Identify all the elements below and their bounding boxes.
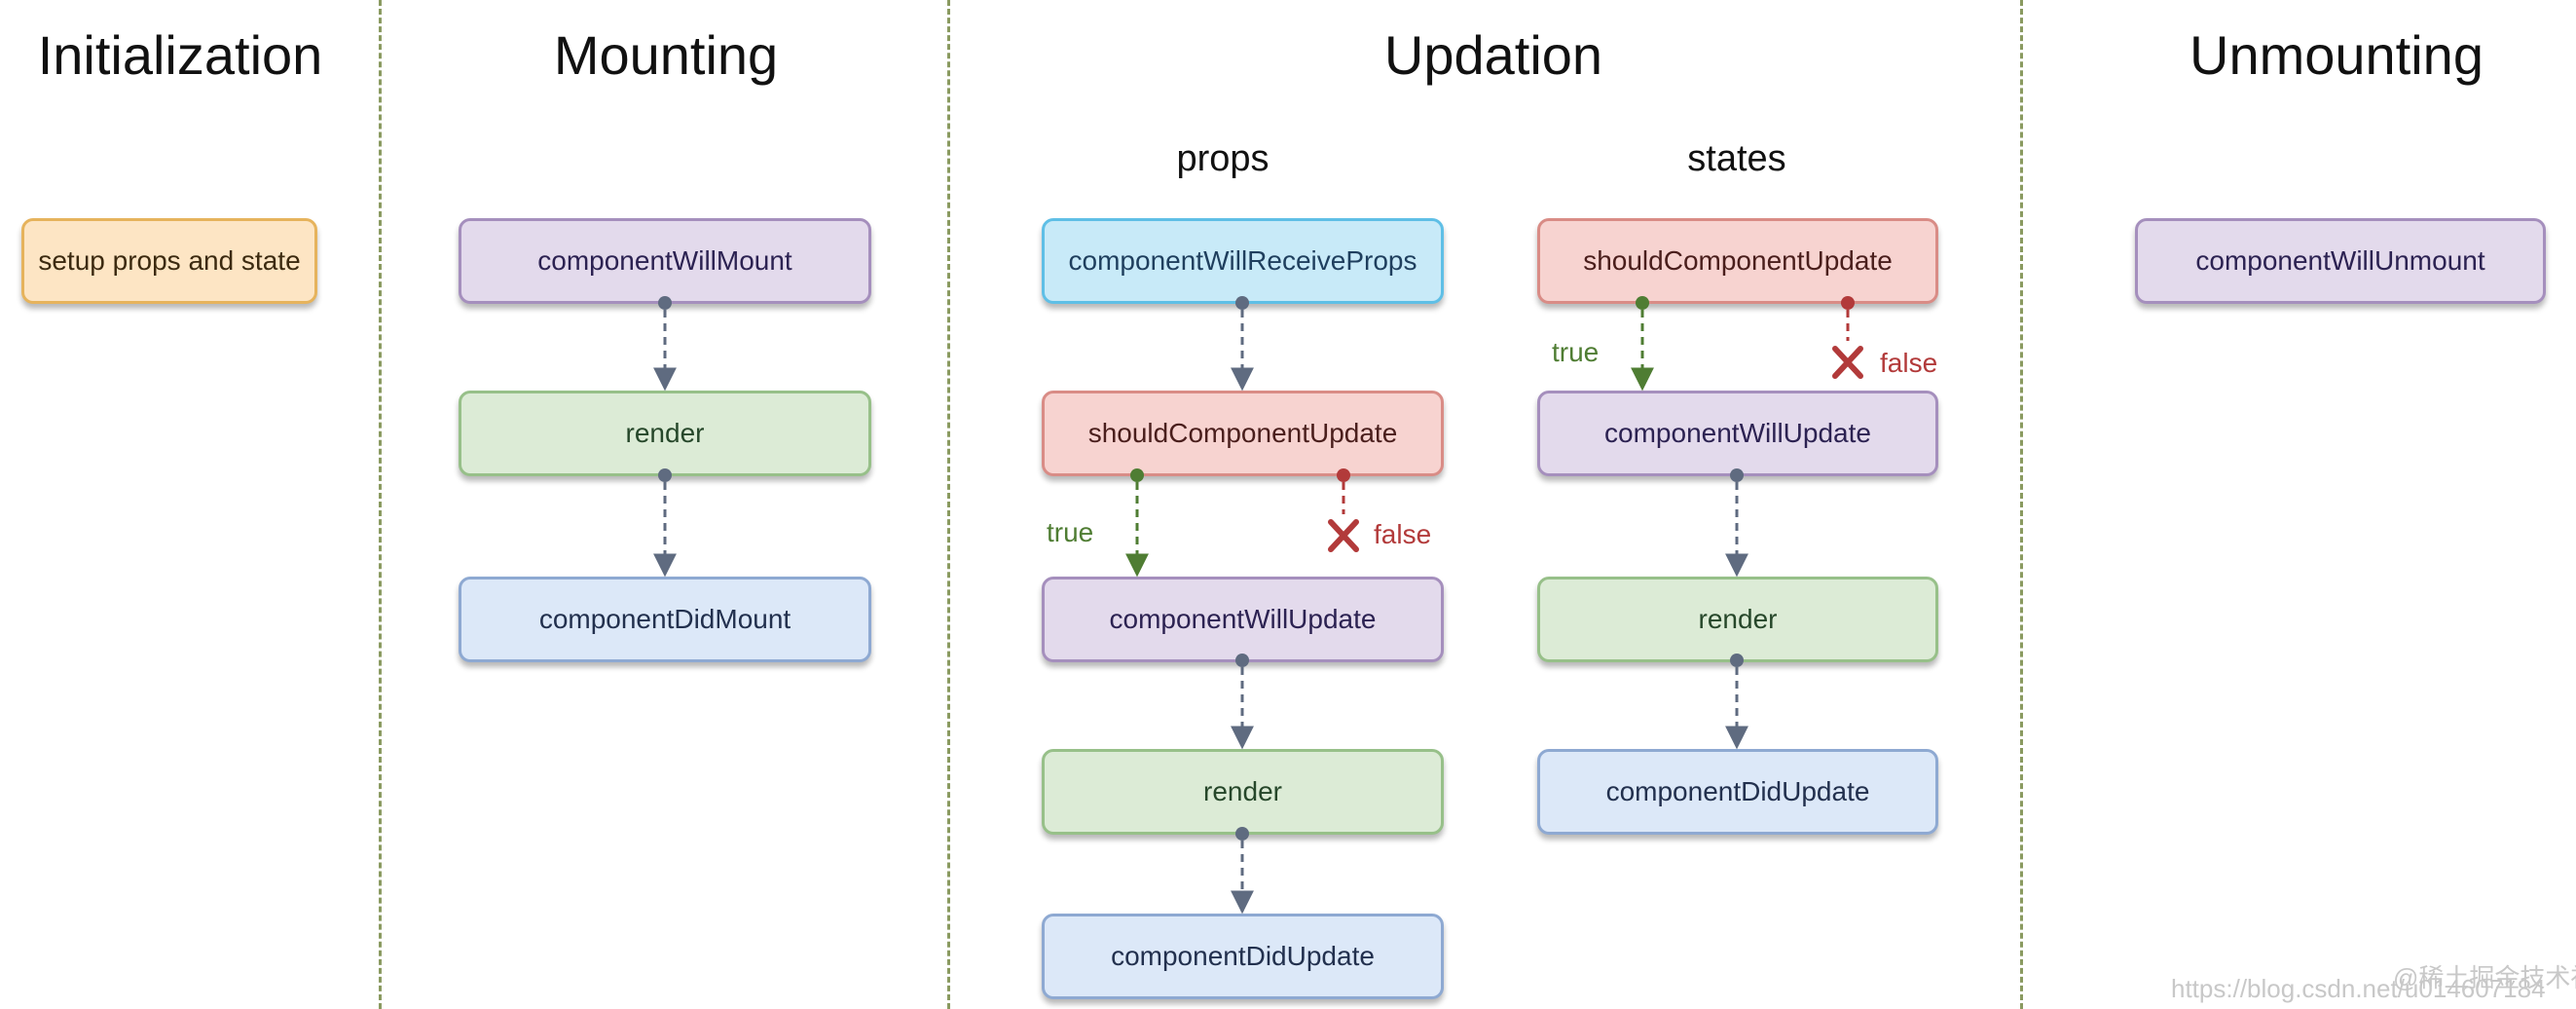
node-setup-props-and-state: setup props and state: [21, 218, 317, 304]
link-props-false-branch: [1328, 468, 1359, 552]
node-props-component-will-receive-props: componentWillReceiveProps: [1042, 218, 1444, 304]
divider-updation-unmounting: [2020, 0, 2023, 1009]
node-component-will-unmount: componentWillUnmount: [2135, 218, 2546, 304]
link-states-will-update-to-render: [1725, 468, 1748, 578]
props-false-label: false: [1374, 519, 1432, 549]
link-props-true-branch: [1125, 468, 1149, 578]
node-component-did-mount: componentDidMount: [459, 577, 871, 662]
states-false-label: false: [1880, 348, 1938, 378]
group-title-states: states: [1687, 138, 1786, 179]
link-states-true-branch: [1631, 296, 1654, 392]
link-will-mount-to-render: [653, 296, 677, 392]
divider-initialization-mounting: [379, 0, 382, 1009]
link-will-receive-props-to-should-update: [1231, 296, 1254, 392]
link-states-false-branch: [1832, 296, 1863, 379]
section-title-mounting: Mounting: [553, 24, 779, 86]
states-false-cross-icon: [1832, 346, 1863, 379]
divider-mounting-updation: [947, 0, 950, 1009]
states-true-label: true: [1552, 337, 1600, 367]
group-title-props: props: [1176, 138, 1270, 179]
props-true-label: true: [1047, 517, 1094, 547]
node-props-render: render: [1042, 749, 1444, 835]
link-render-to-did-mount: [653, 468, 677, 578]
link-props-will-update-to-render: [1231, 654, 1254, 750]
section-title-unmounting: Unmounting: [2190, 24, 2484, 86]
node-states-component-will-update: componentWillUpdate: [1537, 391, 1938, 476]
section-title-initialization: Initialization: [37, 24, 323, 86]
node-props-should-component-update: shouldComponentUpdate: [1042, 391, 1444, 476]
props-false-cross-icon: [1328, 519, 1359, 552]
node-states-render: render: [1537, 577, 1938, 662]
node-component-will-mount: componentWillMount: [459, 218, 871, 304]
node-props-component-will-update: componentWillUpdate: [1042, 577, 1444, 662]
watermark-url: https://blog.csdn.net/u014607184: [2171, 974, 2546, 1003]
watermark-site: @稀土掘金技术社区: [2393, 963, 2576, 992]
node-props-component-did-update: componentDidUpdate: [1042, 914, 1444, 999]
section-title-updation: Updation: [1383, 24, 1603, 86]
link-states-render-to-did-update: [1725, 654, 1748, 750]
link-props-render-to-did-update: [1231, 827, 1254, 915]
node-states-should-component-update: shouldComponentUpdate: [1537, 218, 1938, 304]
node-mount-render: render: [459, 391, 871, 476]
node-states-component-did-update: componentDidUpdate: [1537, 749, 1938, 835]
